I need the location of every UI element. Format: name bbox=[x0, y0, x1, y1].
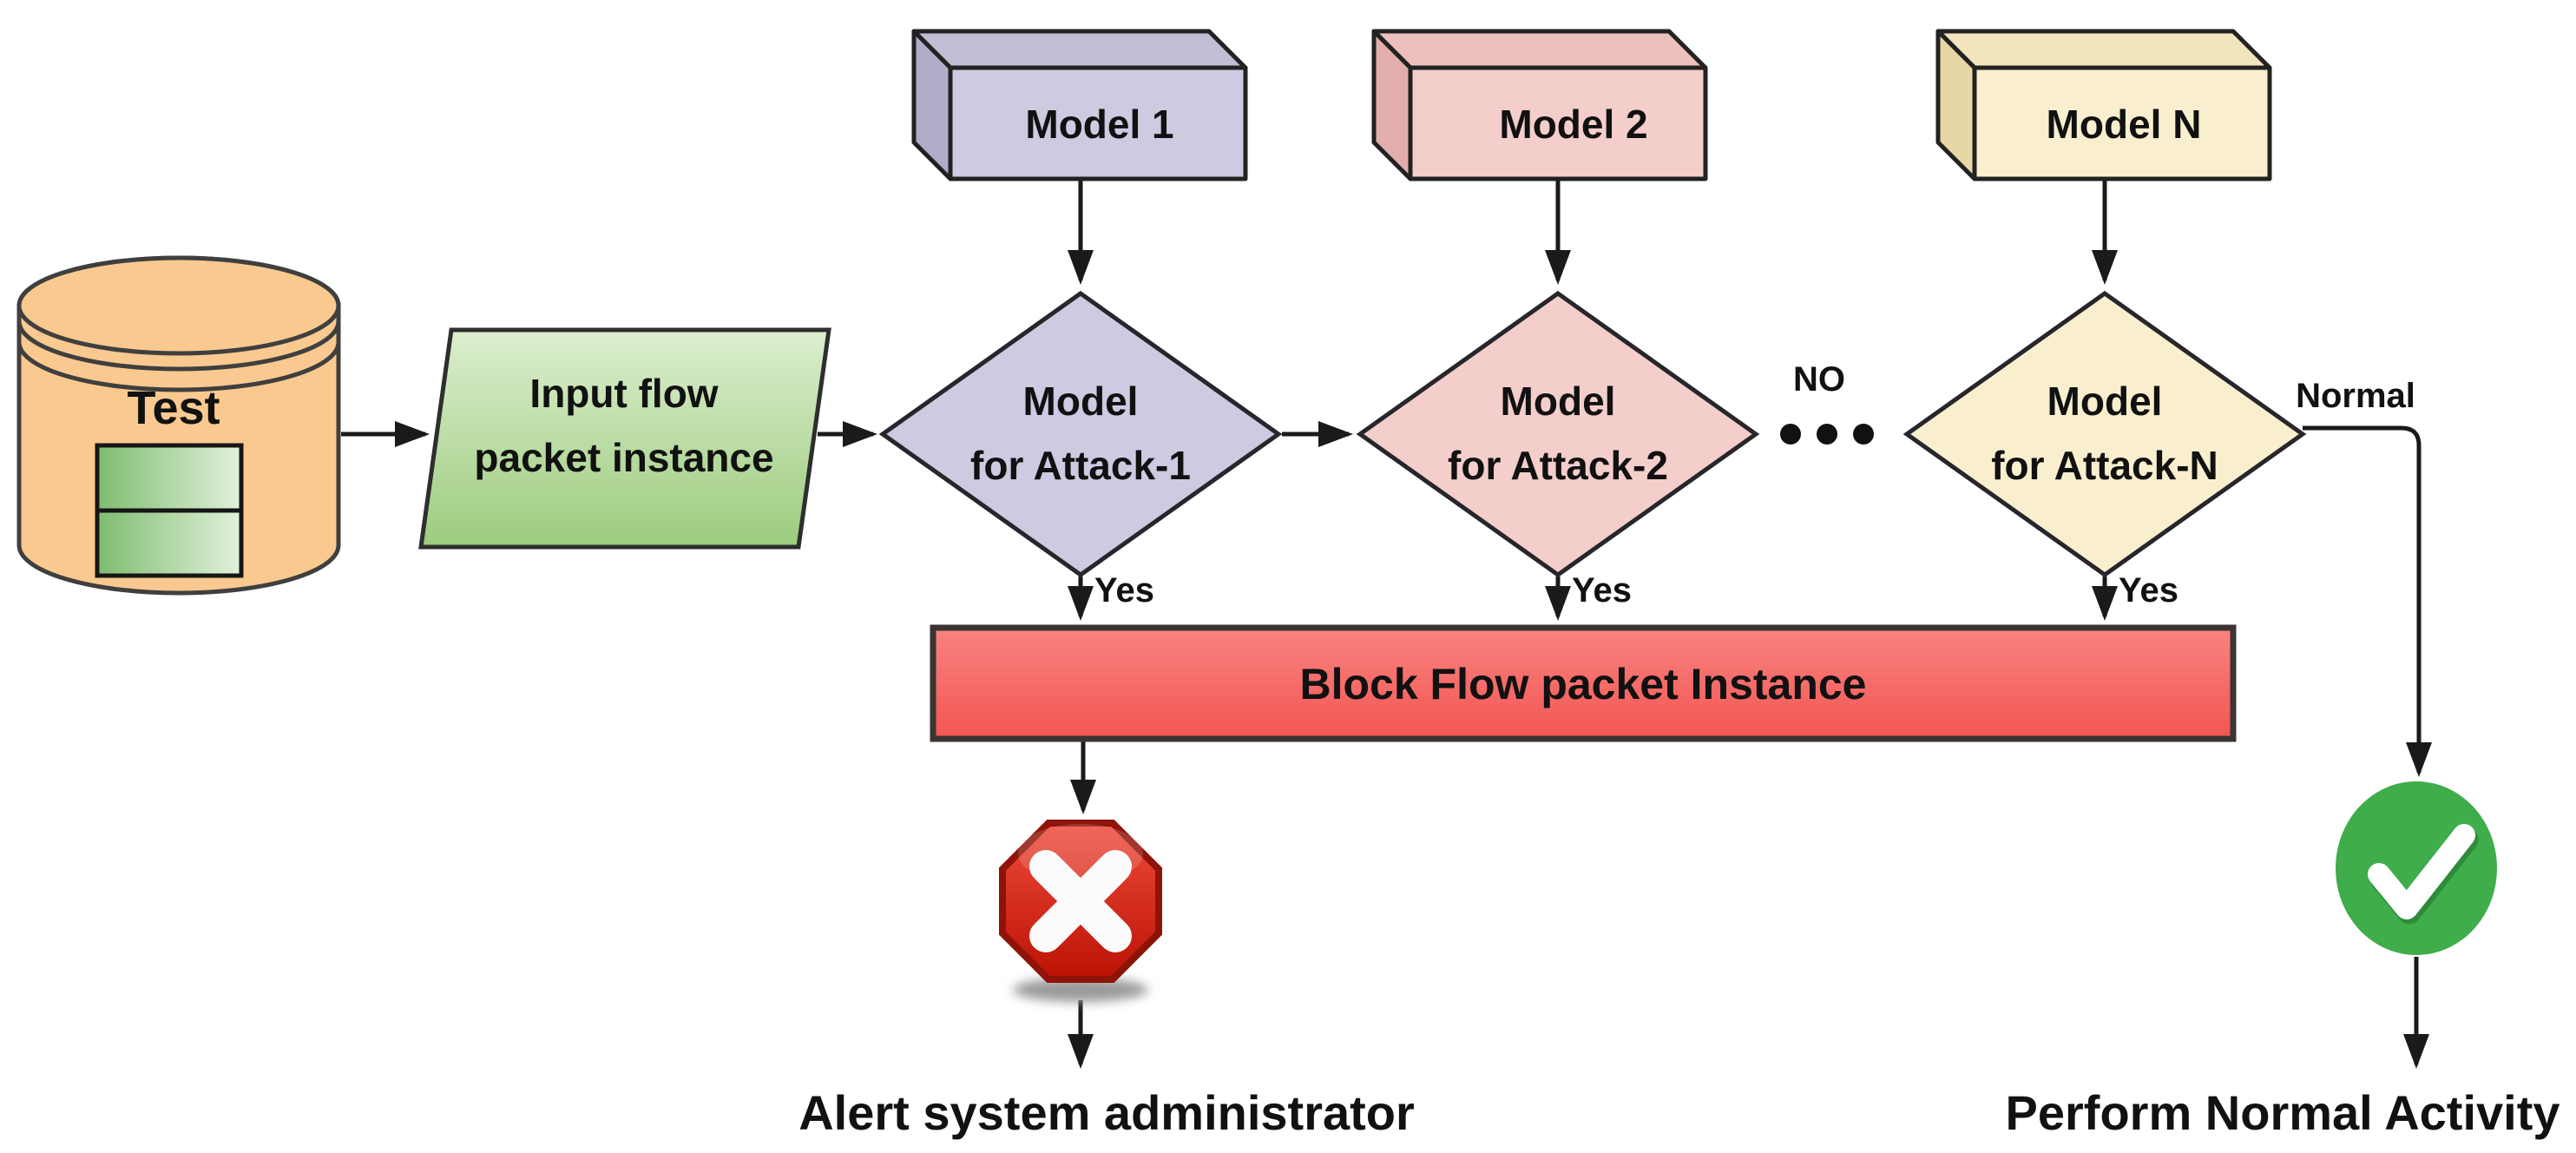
model2-box bbox=[1371, 29, 1708, 181]
cylinder-ring-1 bbox=[16, 320, 341, 372]
yes-label-2: Yes bbox=[1572, 571, 1632, 609]
table-row-bottom bbox=[95, 508, 244, 578]
arrow-normal-branch bbox=[2303, 425, 2432, 777]
input-node-label: Input flow packet instance bbox=[474, 361, 773, 490]
model1-box-label: Model 1 bbox=[1025, 102, 1174, 147]
yes-label-3: Yes bbox=[2119, 571, 2178, 609]
cylinder-ring-2 bbox=[16, 341, 341, 392]
stop-icon bbox=[999, 820, 1162, 1002]
diamond1-line2: for Attack-1 bbox=[970, 443, 1191, 488]
connector-arrows bbox=[341, 181, 2432, 1069]
cylinder-top bbox=[16, 255, 341, 356]
diamond-attack-2 bbox=[1356, 290, 1760, 578]
modelN-box-label: Model N bbox=[2046, 102, 2202, 147]
stop-x-glyph bbox=[1029, 850, 1132, 952]
diamond-attack-N bbox=[1902, 290, 2307, 578]
alert-text: Alert system administrator bbox=[798, 1085, 1415, 1140]
block-bar bbox=[930, 624, 2237, 742]
model-boxes bbox=[911, 29, 2272, 181]
input-line-1: Input flow bbox=[529, 371, 719, 416]
no-label: NO bbox=[1793, 360, 1845, 399]
diamond2-line2: for Attack-2 bbox=[1448, 443, 1668, 488]
diamondN-line1: Model bbox=[2047, 379, 2163, 424]
database-label: Test bbox=[127, 382, 220, 434]
diamondN-label: Model for Attack-N bbox=[1991, 369, 2218, 497]
input-parallelogram bbox=[418, 327, 831, 550]
input-line-2: packet instance bbox=[474, 435, 774, 480]
perform-text: Perform Normal Activity bbox=[2005, 1085, 2560, 1140]
diamond1-label: Model for Attack-1 bbox=[970, 369, 1191, 497]
diamond2-line1: Model bbox=[1500, 379, 1616, 424]
normal-label: Normal bbox=[2296, 377, 2415, 415]
model2-box-label: Model 2 bbox=[1499, 102, 1648, 147]
diamond2-label: Model for Attack-2 bbox=[1448, 369, 1668, 497]
ellipsis-dots-icon bbox=[1780, 424, 1874, 445]
block-bar-label: Block Flow packet Instance bbox=[1299, 660, 1867, 708]
check-mark bbox=[2368, 824, 2475, 919]
check-circle bbox=[2336, 781, 2497, 955]
check-icon bbox=[2336, 781, 2497, 955]
diamond1-line1: Model bbox=[1022, 379, 1139, 424]
model1-box bbox=[911, 29, 1248, 181]
diamond-attack-1 bbox=[878, 290, 1283, 578]
stop-shadow bbox=[1013, 978, 1148, 1002]
diamondN-line2: for Attack-N bbox=[1991, 443, 2218, 488]
yes-label-1: Yes bbox=[1094, 571, 1154, 609]
database-cylinder bbox=[16, 255, 341, 596]
modelN-box bbox=[1935, 29, 2272, 181]
table-row-top bbox=[95, 443, 244, 513]
